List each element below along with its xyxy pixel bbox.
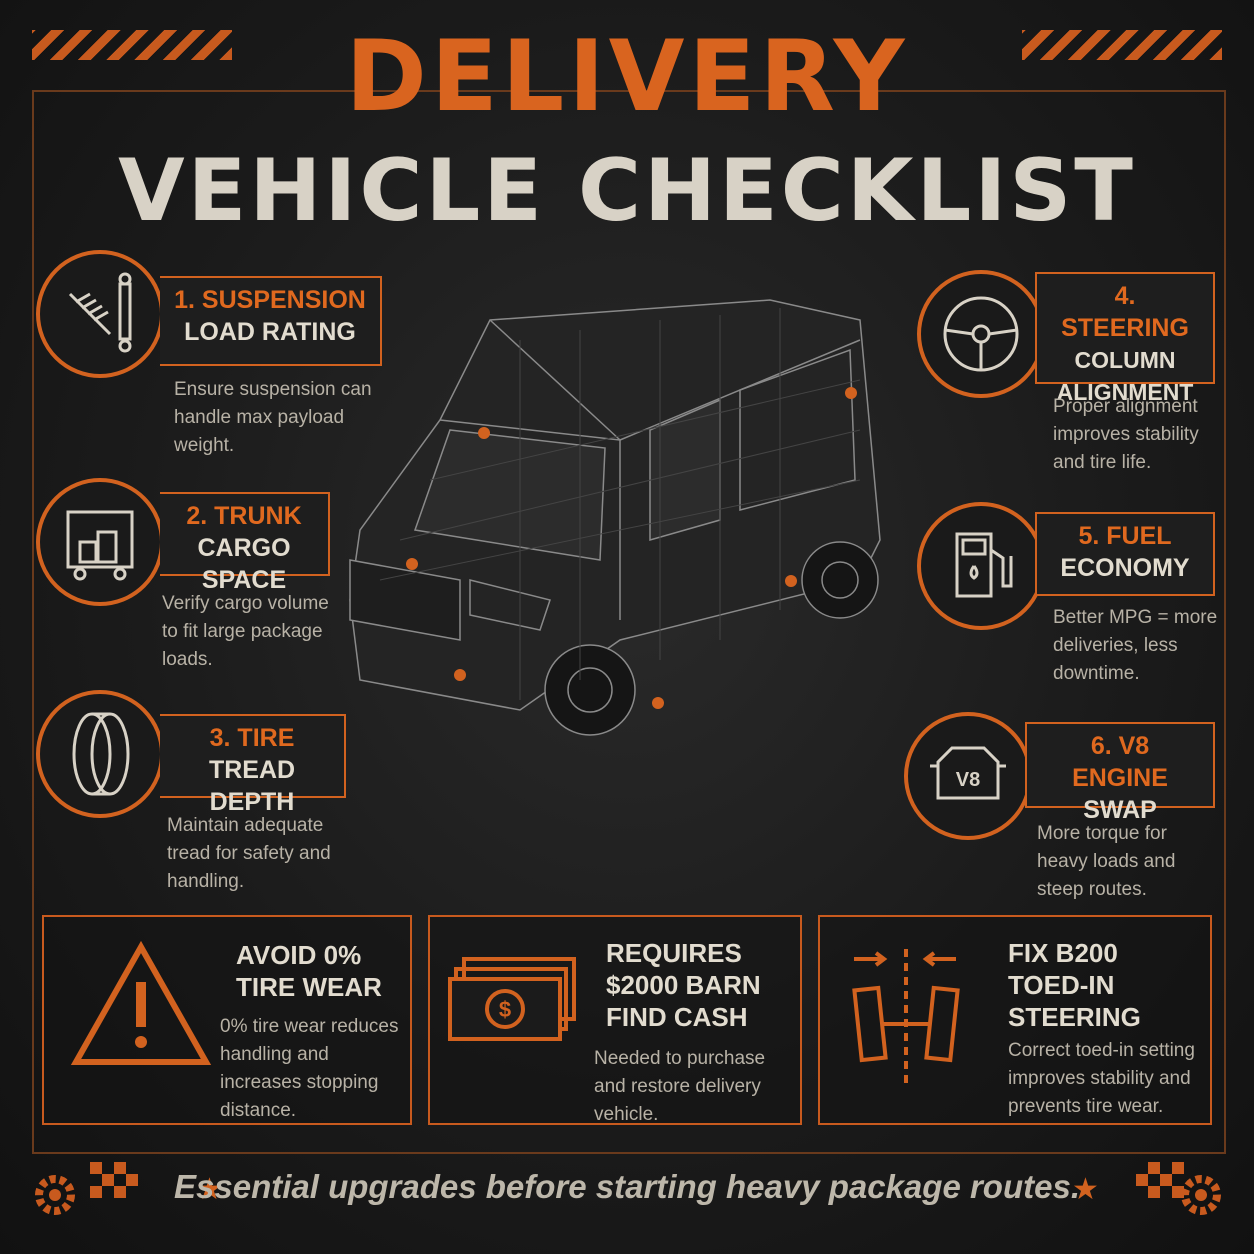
svg-text:$: $ <box>499 997 511 1022</box>
checkered-flag-icon <box>1136 1162 1184 1198</box>
item-label-4: 4. STEERING COLUMN ALIGNMENT <box>1035 272 1215 405</box>
gear-icon <box>35 1175 75 1215</box>
item-subtitle: SWAP <box>1083 796 1157 824</box>
bottom-desc-2: Needed to purchase and restore delivery … <box>594 1048 766 1125</box>
item-title: 2. TRUNK <box>186 502 302 530</box>
item-subtitle: CARGO SPACE <box>197 534 291 594</box>
checkered-flag-icon <box>90 1162 138 1198</box>
title-line2: VEHICLE CHECKLIST <box>118 141 1136 241</box>
item-label-5: 5. FUEL ECONOMY <box>1035 512 1215 596</box>
bottom-title-3: FIX B200 TOED-IN STEERING <box>1008 938 1141 1032</box>
steering-wheel-icon <box>917 270 1045 398</box>
item-desc-6: More torque for heavy loads and steep ro… <box>1037 823 1176 900</box>
bottom-desc-3: Correct toed-in setting improves stabili… <box>1008 1040 1195 1117</box>
item-desc-4: Proper alignment improves stability and … <box>1053 396 1199 473</box>
bottom-title-2: REQUIRES $2000 BARN FIND CASH <box>606 938 761 1032</box>
marker-steering <box>845 387 857 399</box>
bottom-title-1: AVOID 0% TIRE WEAR <box>236 940 382 1002</box>
item-desc-1: Ensure suspension can handle max payload… <box>174 379 372 456</box>
marker-cargo <box>406 558 418 570</box>
item-title: 3. TIRE <box>209 724 295 752</box>
engine-icon: V8 <box>904 712 1032 840</box>
title-line1: DELIVERY <box>345 20 909 134</box>
warning-icon <box>70 940 212 1065</box>
hazard-stripes-right <box>1022 30 1222 60</box>
footer-tagline: Essential upgrades before starting heavy… <box>174 1168 1080 1205</box>
hazard-stripes-left <box>32 30 232 60</box>
van-illustration <box>349 299 881 736</box>
item-label-1: 1. SUSPENSION LOAD RATING <box>160 276 382 366</box>
item-subtitle: TREAD DEPTH <box>208 756 296 816</box>
cash-icon: $ <box>448 957 576 1041</box>
item-label-3: 3. TIRE TREAD DEPTH <box>160 714 346 816</box>
item-subtitle: LOAD RATING <box>184 318 356 346</box>
bottom-box-1: AVOID 0% TIRE WEAR 0% tire wear reduces … <box>42 915 412 1125</box>
item-desc-5: Better MPG = more deliveries, less downt… <box>1053 607 1218 684</box>
star-icon: ★ <box>196 1173 223 1206</box>
item-title: 1. SUSPENSION <box>174 286 366 314</box>
item-subtitle: ECONOMY <box>1060 554 1190 582</box>
item-title: 4. STEERING <box>1061 282 1189 342</box>
item-title: 6. V8 ENGINE <box>1072 732 1168 792</box>
item-title: 5. FUEL <box>1078 522 1172 550</box>
item-subtitle: COLUMN ALIGNMENT <box>1056 347 1194 405</box>
bottom-box-2: $ REQUIRES $2000 BARN FIND CASH Needed t… <box>428 915 802 1125</box>
engine-icon-label: V8 <box>956 769 980 791</box>
bottom-box-3: FIX B200 TOED-IN STEERING Correct toed-i… <box>818 915 1212 1125</box>
marker-suspension <box>478 427 490 439</box>
cargo-icon <box>36 478 164 606</box>
item-label-6: 6. V8 ENGINE SWAP <box>1025 722 1215 824</box>
gear-icon <box>1181 1175 1221 1215</box>
item-label-2: 2. TRUNK CARGO SPACE <box>160 492 330 594</box>
fuel-pump-icon <box>917 502 1045 630</box>
border-frame <box>32 90 1226 1154</box>
tire-icon <box>36 690 164 818</box>
bottom-desc-1: 0% tire wear reduces handling and increa… <box>220 1016 399 1121</box>
suspension-icon <box>36 250 164 378</box>
item-desc-2: Verify cargo volume to fit large package… <box>162 593 329 670</box>
toe-in-icon <box>852 949 960 1089</box>
marker-fuel <box>785 575 797 587</box>
star-icon: ★ <box>1072 1173 1099 1206</box>
marker-engine <box>652 697 664 709</box>
item-desc-3: Maintain adequate tread for safety and h… <box>167 815 331 892</box>
marker-tire <box>454 669 466 681</box>
